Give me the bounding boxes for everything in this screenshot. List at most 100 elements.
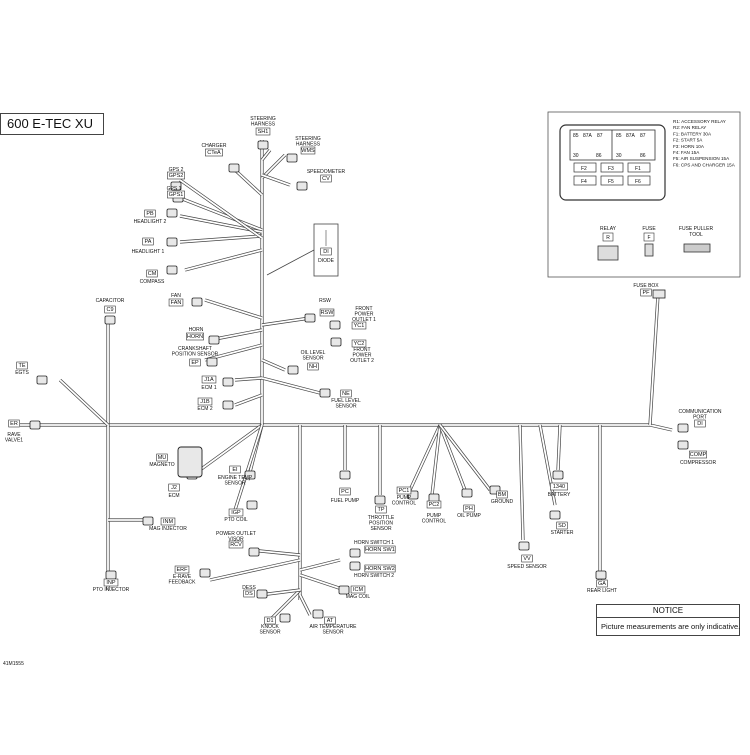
tp-code-text: TP [377, 507, 384, 513]
nh-connector-icon [287, 365, 299, 375]
wms-label: STEERING [295, 136, 321, 142]
sd-connector-icon [549, 510, 561, 520]
j1b-code-text: J1B [200, 399, 210, 405]
cv-label: SPEEDOMETER [307, 169, 346, 175]
inp-code-text: INP [106, 580, 116, 586]
comp-connector-icon [677, 440, 689, 450]
cm-code: CM [146, 269, 158, 278]
pa-label: HEADLIGHT 1 [132, 249, 165, 255]
rcv-connector-icon [248, 547, 260, 557]
d1-connector-icon [279, 613, 291, 623]
er-label: RAVE [7, 432, 21, 438]
vv-code: VV [521, 554, 533, 563]
j2-code: J2 [168, 483, 180, 492]
cm-code-text: CM [148, 271, 157, 277]
relay-pin-label: 30 [616, 153, 622, 159]
hsw2-code-text: HORN SW2 [365, 566, 395, 572]
relay-legend-item: F4: FAN 15A [673, 150, 700, 155]
fuse-label: FUSE [642, 226, 656, 232]
erf-connector-icon [199, 568, 211, 578]
gps2-label: GPS 2 [169, 167, 184, 173]
at-code-text: AT [327, 618, 334, 624]
yc1-label: OUTLET 1 [352, 317, 376, 323]
pb-connector-icon [166, 208, 178, 218]
ga-code-text: GA [598, 581, 606, 587]
fan-connector-icon [191, 297, 203, 307]
di-connector-icon [677, 423, 689, 433]
fuse-box-code-text: PF [642, 290, 650, 296]
ei-code: EI [229, 465, 241, 474]
fuse-slot [627, 175, 651, 186]
model-title-box: 600 E-TEC XU [0, 113, 104, 135]
at-label: SENSOR [322, 630, 344, 636]
icm-code-text: ICM [353, 587, 364, 593]
ei-code-text: EI [232, 467, 238, 473]
te-code: TE [16, 361, 28, 370]
inm-connector-icon [142, 516, 154, 526]
fuse-puller-label: TOOL [689, 232, 703, 238]
ds-connector-icon [256, 589, 268, 599]
pc1-label: PUMP [397, 495, 412, 501]
ep-code: EP [189, 358, 201, 367]
j2-code-text: J2 [171, 485, 177, 491]
er-code-text: ER [10, 421, 18, 427]
relay-legend-item: F6: CPS AND CHARGER 15A [673, 162, 736, 167]
nh-label: OIL LEVEL [301, 350, 326, 356]
vv-code-text: VV [523, 556, 531, 562]
b40-connector-icon [552, 470, 564, 480]
ph-connector-icon [461, 488, 473, 498]
pc-connector-icon [339, 470, 351, 480]
igp-label: PTO COIL [224, 517, 247, 523]
pa-code: PA [142, 237, 154, 246]
fuse-icon [644, 243, 654, 257]
wms-code: WMS [300, 146, 316, 155]
ep-code-text: EP [191, 360, 199, 366]
relay-icon [597, 245, 619, 261]
relay-pin-label: 86 [640, 153, 646, 159]
ne-label: SENSOR [335, 404, 357, 410]
fuse-slot-label: F1 [635, 166, 641, 172]
pc1-label: CONTROL [392, 501, 417, 507]
c9-label: CAPACITOR [96, 298, 125, 304]
diode-code: DI [320, 247, 332, 256]
fuse-slot-label: F4 [581, 179, 587, 185]
ph-label: OIL PUMP [457, 513, 481, 519]
yc1-connector-icon [329, 320, 341, 330]
gps2-code: GPS2 [167, 171, 185, 180]
j1b-connector-icon [222, 400, 234, 410]
pc-code: PC [339, 487, 351, 496]
fan-label: FAN [171, 293, 181, 299]
inp-code: INP [103, 578, 119, 587]
bm-code: BM [496, 490, 508, 499]
d1-label: SENSOR [259, 630, 281, 636]
j1a-code: J1A [201, 375, 217, 384]
horn-code: HORN [186, 332, 204, 341]
ga-code: GA [596, 579, 608, 588]
relay-pin-label: 30 [573, 153, 579, 159]
b40-code: 1340 [550, 482, 568, 491]
pc-label: FUEL PUMP [331, 498, 360, 504]
erf-label: FEEDBACK [169, 580, 197, 586]
hsw1-code-text: HORN SW1 [365, 547, 395, 553]
c9-code: C9 [104, 305, 116, 314]
sh1-label: STEERING [250, 116, 276, 122]
relay-legend-item: R2: FAN RELAY [673, 125, 706, 130]
nh-code: NH [307, 362, 319, 371]
illustration-reference: 41M1555 [3, 661, 24, 667]
fuse-slot [573, 175, 597, 186]
relay-legend-item: R1: ACCESSORY RELAY [673, 119, 726, 124]
ds-code: DS [243, 589, 255, 598]
er-label: VALVE1 [5, 438, 23, 444]
tp-label: SENSOR [370, 526, 392, 532]
ds-label: DESS [242, 585, 256, 591]
yc2-code-text: YC2 [354, 341, 365, 347]
ctea-code-text: CTeA [207, 150, 221, 156]
fuse-slot [600, 175, 624, 186]
j1a-connector-icon [222, 377, 234, 387]
yc1-label: FRONT [355, 306, 372, 312]
di-code-text: DI [697, 421, 703, 427]
cv-code: CV [320, 174, 332, 183]
comp-label: COMPRESSOR [680, 460, 717, 466]
